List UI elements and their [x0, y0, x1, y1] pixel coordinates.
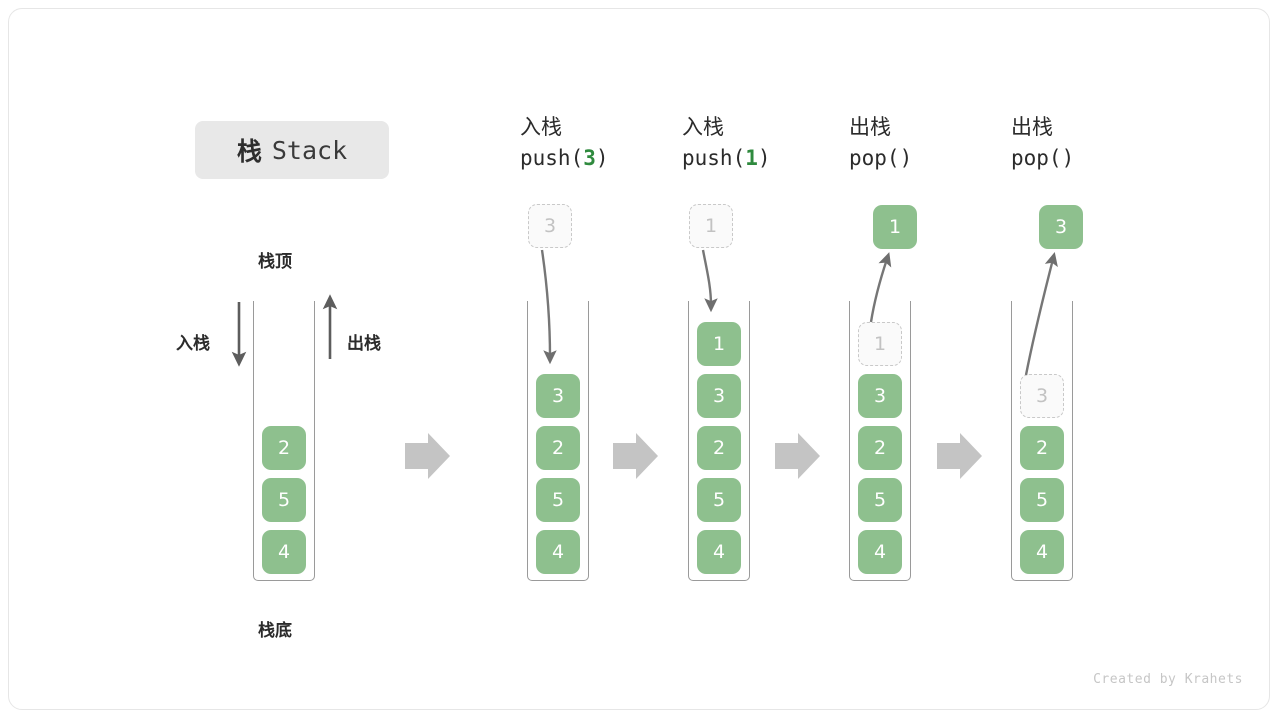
- stack-cell-ghost: 1: [858, 322, 902, 366]
- diagram-card: 栈 Stack 栈顶 栈底 入栈 出栈 2 5 4 入栈 push(3) 3 3…: [8, 8, 1270, 710]
- step-arrow-icon: [937, 433, 982, 479]
- op-code-suffix: ): [595, 146, 609, 170]
- op-code-prefix: push(: [682, 146, 746, 170]
- stack-bottom-label: 栈底: [258, 621, 292, 641]
- floating-cell-popped: 1: [873, 205, 917, 249]
- stack-cell: 4: [697, 530, 741, 574]
- pop-direction-label: 出栈: [347, 334, 381, 354]
- stack-cell: 2: [1020, 426, 1064, 470]
- step-arrow-icon: [613, 433, 658, 479]
- arrows-overlay: [231, 249, 1058, 479]
- floating-cell-ghost: 3: [528, 204, 572, 248]
- op-code-arg: 3: [583, 146, 596, 170]
- op-label-push-1: 入栈 push(1): [682, 112, 771, 174]
- op-code-suffix: ): [757, 146, 771, 170]
- stack-cell: 5: [858, 478, 902, 522]
- op-code-suffix: ): [1061, 146, 1075, 170]
- stack-cell: 3: [536, 374, 580, 418]
- stack-cell: 4: [536, 530, 580, 574]
- op-code-arg: 1: [745, 146, 758, 170]
- op-label-cn: 入栈: [682, 115, 724, 139]
- floating-cell-popped: 3: [1039, 205, 1083, 249]
- op-label-code: push(1): [682, 142, 771, 174]
- op-label-code: push(3): [520, 142, 609, 174]
- stack-tube: [527, 301, 589, 581]
- floating-cell-ghost: 1: [689, 204, 733, 248]
- stack-tube: [253, 301, 315, 581]
- title-cn: 栈: [236, 137, 262, 166]
- diagram-title-chip: 栈 Stack: [195, 121, 389, 179]
- op-label-cn: 出栈: [1011, 115, 1053, 139]
- op-label-code: pop(): [849, 142, 912, 174]
- stack-cell: 5: [697, 478, 741, 522]
- motion-arrow-push-1-icon: [701, 249, 718, 313]
- op-label-code: pop(): [1011, 142, 1074, 174]
- stack-cell: 2: [697, 426, 741, 470]
- stack-cell: 2: [262, 426, 306, 470]
- op-code-suffix: ): [899, 146, 913, 170]
- stack-cell-ghost: 3: [1020, 374, 1064, 418]
- op-label-push-3: 入栈 push(3): [520, 112, 609, 174]
- stack-cell: 5: [1020, 478, 1064, 522]
- stack-cell: 5: [262, 478, 306, 522]
- stack-cell: 2: [536, 426, 580, 470]
- stack-top-label: 栈顶: [258, 252, 292, 272]
- op-code-prefix: push(: [520, 146, 584, 170]
- stack-cell: 4: [1020, 530, 1064, 574]
- watermark: Created by Krahets: [1093, 672, 1243, 687]
- stack-tube: [1011, 301, 1073, 581]
- op-code-prefix: pop(: [1011, 146, 1062, 170]
- op-code-prefix: pop(: [849, 146, 900, 170]
- stack-cell: 3: [697, 374, 741, 418]
- stack-cell: 2: [858, 426, 902, 470]
- op-label-cn: 入栈: [520, 115, 562, 139]
- stack-cell: 1: [697, 322, 741, 366]
- step-arrow-icon: [405, 433, 450, 479]
- stack-cell: 5: [536, 478, 580, 522]
- stack-tube: [849, 301, 911, 581]
- op-label-pop-3: 出栈 pop(): [1011, 112, 1074, 174]
- stack-cell: 3: [858, 374, 902, 418]
- stack-tube: [688, 301, 750, 581]
- step-arrow-icon: [775, 433, 820, 479]
- op-label-cn: 出栈: [849, 115, 891, 139]
- push-direction-label: 入栈: [176, 334, 210, 354]
- stack-cell: 4: [858, 530, 902, 574]
- title-en: Stack: [271, 135, 348, 165]
- op-label-pop-1: 出栈 pop(): [849, 112, 912, 174]
- stack-cell: 4: [262, 530, 306, 574]
